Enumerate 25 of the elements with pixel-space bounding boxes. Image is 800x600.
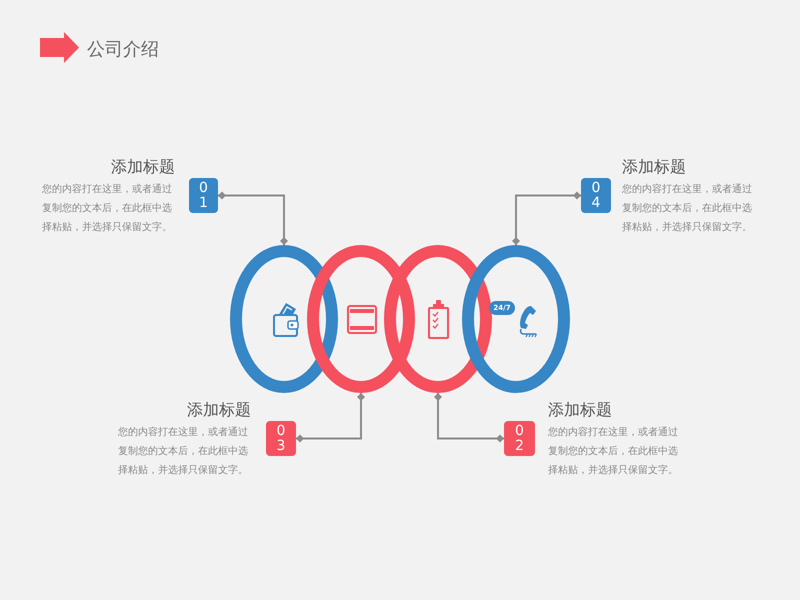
- section-heading: 添加标题: [186, 400, 251, 420]
- step-number: 04: [590, 180, 602, 210]
- description-text: 您的内容打在这里，或者通过复制您的文本后，在此框中选择粘贴，并选择只保留文字。: [118, 426, 249, 478]
- number-tile: [189, 178, 218, 213]
- number-tile: [581, 178, 611, 213]
- ring: [462, 245, 570, 393]
- step-number: 03: [276, 424, 286, 454]
- connector-line: [296, 393, 365, 442]
- description-text: 您的内容打在这里，或者通过复制您的文本后，在此框中选择粘贴，并选择只保留文字。: [42, 182, 173, 235]
- description-text: 您的内容打在这里，或者通过复制您的文本后，在此框中选择粘贴，并选择只保留文字。: [548, 426, 679, 478]
- step-number: 01: [198, 180, 209, 210]
- connector-line: [218, 192, 288, 245]
- section-heading: 添加标题: [622, 157, 687, 177]
- ring: [384, 245, 492, 393]
- number-tile: [504, 421, 535, 456]
- page-title: 公司介绍: [87, 38, 159, 62]
- connector-line: [434, 393, 504, 442]
- description-text: 您的内容打在这里，或者通过复制您的文本后，在此框中选择粘贴，并选择只保留文字。: [622, 182, 753, 235]
- ring: [230, 245, 338, 393]
- section-heading: 添加标题: [110, 157, 175, 177]
- connector-line: [512, 192, 581, 245]
- step-number: 02: [514, 424, 525, 454]
- number-tile: [266, 421, 296, 456]
- ring: [307, 245, 415, 393]
- section-heading: 添加标题: [548, 400, 613, 420]
